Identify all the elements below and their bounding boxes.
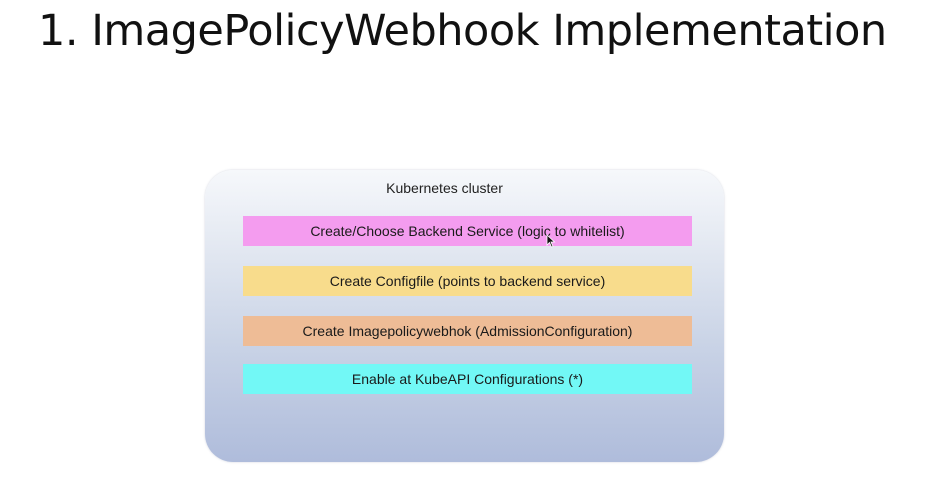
step-enable-kubeapi: Enable at KubeAPI Configurations (*) xyxy=(243,364,692,394)
step-backend-service: Create/Choose Backend Service (logic to … xyxy=(243,216,692,246)
slide-title: 1. ImagePolicyWebhook Implementation xyxy=(38,6,887,56)
step-imagepolicywebhook: Create Imagepolicywebhok (AdmissionConfi… xyxy=(243,316,692,346)
cluster-label-text: Kubernetes cluster xyxy=(386,180,503,196)
kubernetes-cluster-box: Kubernetes cluster Create/Choose Backend… xyxy=(205,170,724,462)
mouse-cursor-icon xyxy=(546,234,556,248)
step-configfile: Create Configfile (points to backend ser… xyxy=(243,266,692,296)
cluster-label: Kubernetes cluster xyxy=(205,180,724,196)
